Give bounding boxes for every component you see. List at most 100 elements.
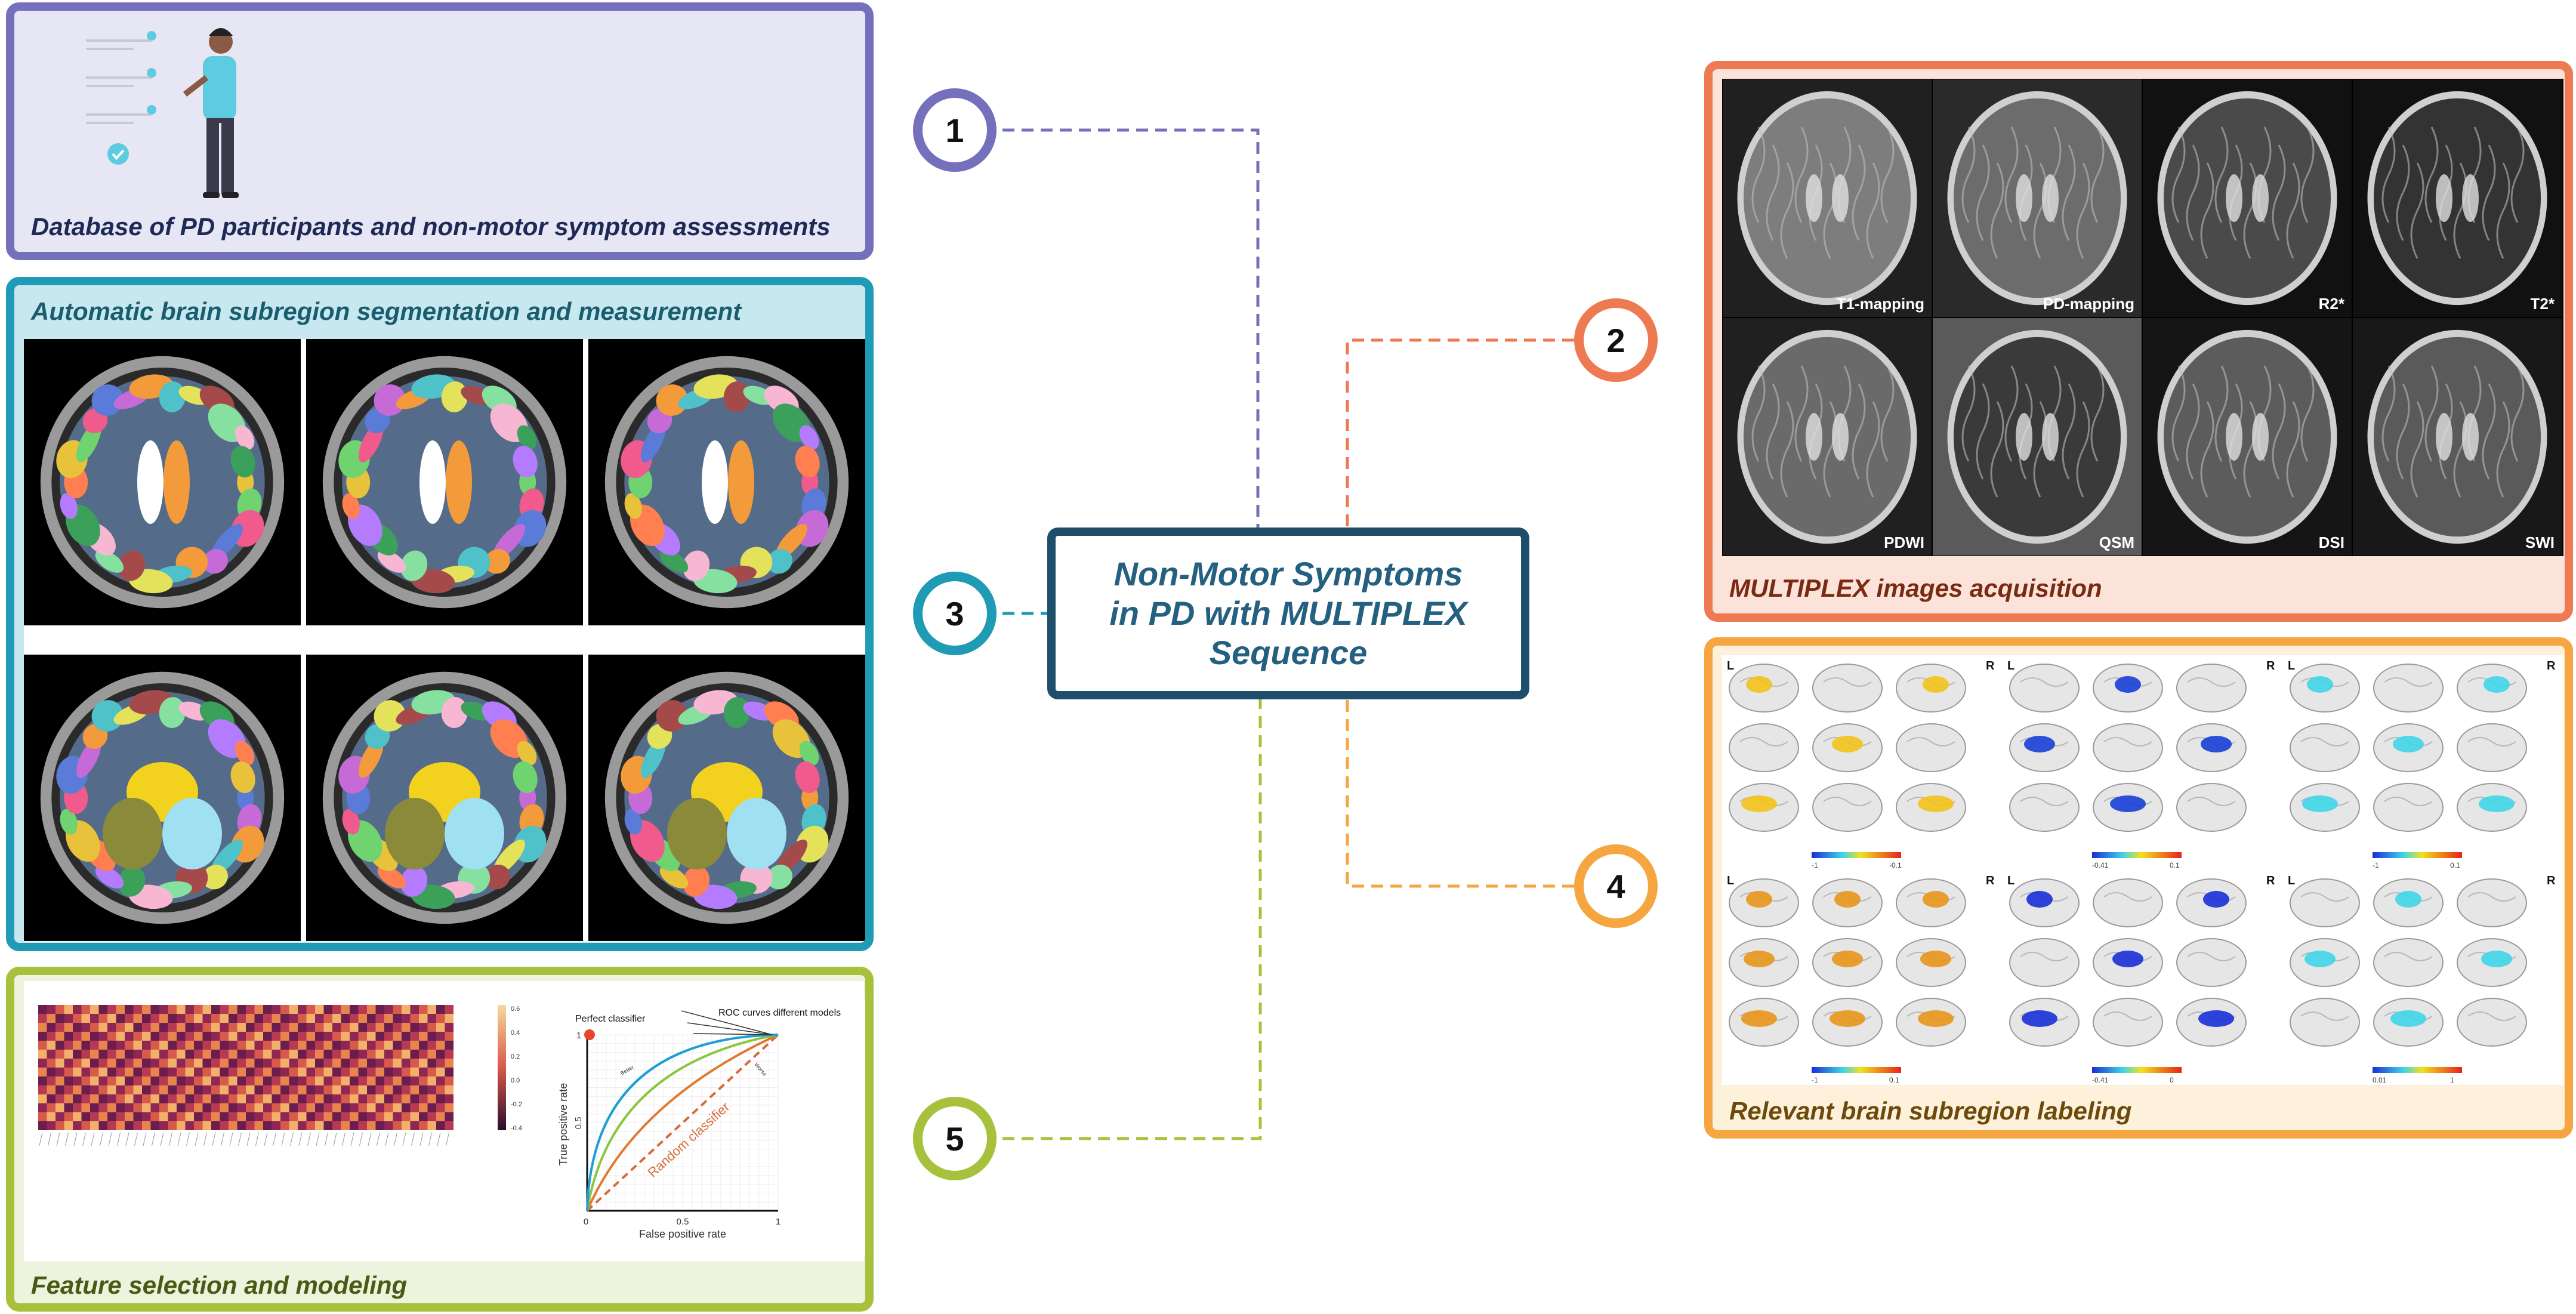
heatmap-cell <box>298 1112 307 1121</box>
heatmap-cell <box>332 1041 341 1050</box>
heatmap-cell <box>38 1014 47 1023</box>
heatmap-cell <box>55 1023 64 1032</box>
heatmap-cell <box>211 1023 220 1032</box>
heatmap-cell <box>323 1050 332 1059</box>
heatmap-cell <box>168 1032 177 1041</box>
heatmap-cell <box>402 1103 411 1112</box>
heatmap-cell <box>107 1112 116 1121</box>
heatmap-cell <box>55 1005 64 1014</box>
heatmap-cell <box>159 1077 168 1085</box>
list-dot-icon <box>147 68 156 78</box>
heatmap-cell <box>263 1085 272 1094</box>
heatmap-cell <box>272 1068 280 1077</box>
heatmap-cell <box>38 1121 47 1130</box>
heatmap-cell <box>436 1005 445 1014</box>
heatmap-cell <box>116 1014 125 1023</box>
heatmap-cell <box>367 1050 376 1059</box>
heatmap-cell <box>81 1005 90 1014</box>
heatmap-cell <box>263 1041 272 1050</box>
roc-curve-mid <box>586 1034 779 1211</box>
heatmap-cell <box>350 1050 359 1059</box>
heatmap-cell <box>229 1050 237 1059</box>
heatmap-cell <box>211 1103 220 1112</box>
activation-region <box>1830 1010 1865 1027</box>
side-label-left: L <box>2288 659 2295 673</box>
heatmap-cell <box>427 1077 436 1085</box>
heatmap-cell <box>194 1032 203 1041</box>
heatmap-cell <box>55 1041 64 1050</box>
heatmap-cell <box>280 1032 289 1041</box>
heatmap-cell <box>90 1068 99 1077</box>
colorbar-tick: 0.01 <box>2373 1076 2387 1084</box>
side-label-right: R <box>2266 874 2275 887</box>
heatmap-cell <box>107 1050 116 1059</box>
heatmap-cell <box>427 1121 436 1130</box>
side-label-right: R <box>2547 659 2556 673</box>
heatmap-cell <box>220 1077 229 1085</box>
heatmap-cell <box>341 1005 350 1014</box>
activation-region <box>1832 736 1863 752</box>
heatmap-cell <box>306 1032 315 1041</box>
segmentation-grid <box>24 339 865 942</box>
heatmap-cell <box>375 1023 384 1032</box>
colorbar <box>2092 852 2182 858</box>
activation-region <box>2198 1010 2234 1027</box>
heatmap-cell <box>280 1103 289 1112</box>
heatmap-cell <box>306 1103 315 1112</box>
heatmap-cell <box>280 1121 289 1130</box>
heatmap-cell <box>116 1059 125 1068</box>
heatmap-cell <box>211 1005 220 1014</box>
heatmap-cell <box>159 1041 168 1050</box>
heatmap-cell <box>280 1023 289 1032</box>
heatmap-cell <box>38 1050 47 1059</box>
heatmap-cell <box>142 1077 151 1085</box>
heatmap-cell <box>402 1014 411 1023</box>
heatmap-cell <box>194 1085 203 1094</box>
heatmap-cell <box>332 1094 341 1103</box>
heatmap-cell <box>159 1014 168 1023</box>
heatmap-cell <box>289 1085 298 1094</box>
heatmap-cell <box>90 1023 99 1032</box>
heatmap-xtick <box>385 1132 389 1146</box>
heatmap-cell <box>402 1094 411 1103</box>
heatmap-cell <box>298 1023 307 1032</box>
mri-label: T1-mapping <box>1836 295 1924 313</box>
heatmap-cell <box>410 1032 419 1041</box>
mri-label: QSM <box>2099 533 2134 551</box>
activation-region <box>2024 736 2055 752</box>
heatmap-cell <box>315 1050 324 1059</box>
heatmap-scale-tick: -0.4 <box>511 1125 522 1132</box>
heatmap-cell <box>64 1005 73 1014</box>
heatmap-cell <box>133 1059 142 1068</box>
heatmap-cell <box>445 1023 454 1032</box>
person-shirt <box>203 56 236 121</box>
heatmap-xtick <box>169 1132 172 1146</box>
side-label-left: L <box>2007 659 2014 673</box>
heatmap-cell <box>272 1032 280 1041</box>
heatmap-cell <box>350 1112 359 1121</box>
heatmap-cell <box>202 1041 211 1050</box>
heatmap-cell <box>427 1085 436 1094</box>
heatmap-cell <box>194 1103 203 1112</box>
heatmap-cell <box>393 1068 402 1077</box>
colorbar-tick: -1 <box>1812 1076 1818 1084</box>
heatmap-cell <box>64 1023 73 1032</box>
activation-region <box>2110 795 2146 812</box>
brain-surface <box>1896 723 1966 772</box>
heatmap-cell <box>384 1121 393 1130</box>
heatmap-cell <box>393 1094 402 1103</box>
brain-surface <box>2176 938 2247 987</box>
heatmap-cell <box>47 1059 55 1068</box>
heatmap-cell <box>384 1103 393 1112</box>
heatmap-cell <box>98 1085 107 1094</box>
heatmap-cell <box>142 1085 151 1094</box>
heatmap-xtick <box>143 1132 147 1146</box>
heatmap-cell <box>375 1005 384 1014</box>
heatmap-cell <box>211 1041 220 1050</box>
brain-surface <box>1812 783 1883 832</box>
heatmap-cell <box>81 1014 90 1023</box>
heatmap-cell <box>194 1059 203 1068</box>
heatmap-cell <box>159 1085 168 1094</box>
heatmap-cell <box>64 1112 73 1121</box>
